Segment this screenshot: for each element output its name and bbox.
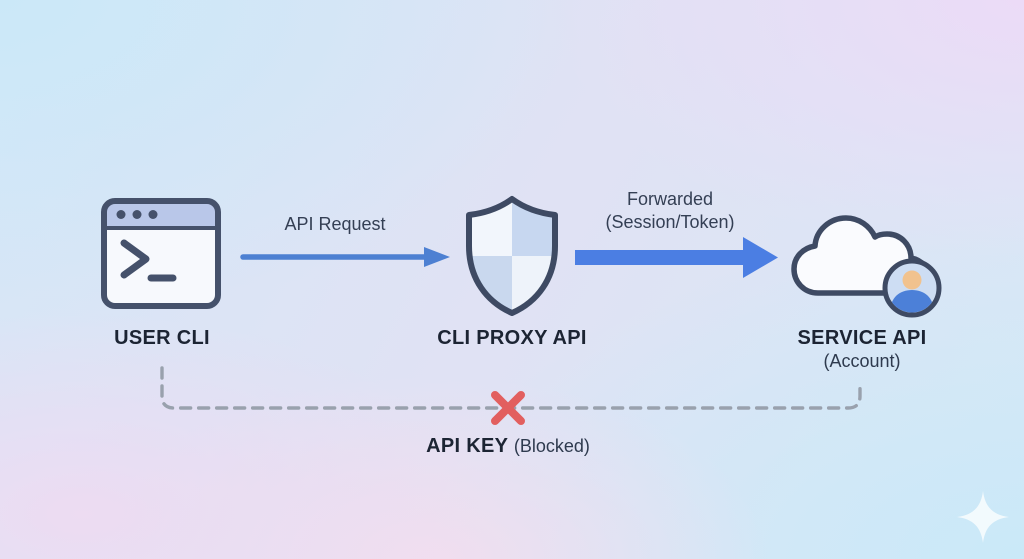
shield-icon xyxy=(466,196,558,316)
forwarded-label-line2: (Session/Token) xyxy=(605,212,735,232)
sparkle-icon xyxy=(957,491,1009,543)
blocked-x-icon xyxy=(491,391,525,425)
forwarded-label: Forwarded (Session/Token) xyxy=(570,188,770,234)
api-request-label: API Request xyxy=(284,214,386,234)
service-api-label: SERVICE API xyxy=(797,327,927,349)
api-request-arrow xyxy=(240,247,450,267)
person-icon xyxy=(890,270,934,313)
api-key-blocked-label: API KEY (Blocked) xyxy=(358,435,658,458)
cli-proxy-api-label: CLI PROXY API xyxy=(437,327,587,349)
api-key-label: API KEY xyxy=(426,435,509,457)
service-api-sublabel: (Account) xyxy=(823,351,901,371)
blocked-note: (Blocked) xyxy=(513,436,590,456)
forwarded-label-line1: Forwarded xyxy=(626,189,714,209)
terminal-window-icon xyxy=(101,198,221,309)
forwarded-arrow xyxy=(575,237,778,278)
user-cli-label: USER CLI xyxy=(114,327,210,349)
cloud-account-icon xyxy=(791,215,942,318)
